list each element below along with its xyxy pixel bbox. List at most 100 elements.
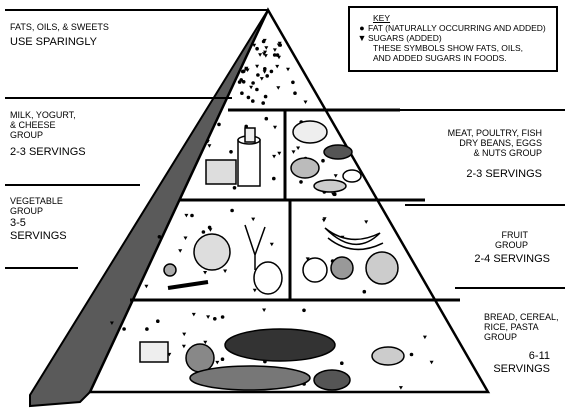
vegetable-group-servings-1: 3-5 [10, 217, 26, 229]
fat-symbol [299, 180, 303, 184]
fat-symbol [241, 80, 246, 84]
sugar-symbol [183, 236, 188, 240]
vegetable-group-label: VEGETABLE GROUP 3-5 SERVINGS [10, 196, 67, 243]
sugar-symbol [181, 344, 186, 349]
milk-illustration [205, 127, 261, 187]
sugar-symbol [291, 150, 296, 154]
fat-symbol [256, 73, 260, 77]
meat-group-label: MEAT, POULTRY, FISH DRY BEANS, EGGS & NU… [400, 128, 542, 181]
vegetable-illustration [163, 224, 283, 295]
fat-symbol [240, 91, 244, 95]
sugar-symbol [398, 386, 403, 390]
sugar-symbol [296, 146, 301, 150]
fat-symbol [321, 158, 325, 163]
fat-symbol [251, 81, 255, 85]
fruit-illustration [302, 227, 399, 285]
bread-group-name-1: BREAD, CEREAL, [484, 312, 559, 322]
fat-symbol [207, 225, 212, 230]
fat-symbol [213, 317, 217, 321]
fruit-group-label: FRUIT GROUP 2-4 SERVINGS [430, 230, 550, 266]
fat-symbol [263, 67, 267, 71]
sugar-symbol [251, 217, 256, 222]
sugar-symbol [184, 213, 189, 218]
sugar-symbol [286, 67, 290, 72]
fruit-group-name-2: GROUP [494, 240, 528, 250]
sugar-symbol [272, 154, 277, 159]
sugar-symbol [321, 218, 326, 223]
milk-group-name-3: GROUP [10, 130, 44, 140]
sugar-symbol [244, 66, 249, 71]
bread-group-name-3: GROUP [484, 332, 518, 342]
sugar-symbol [223, 269, 228, 273]
sugar-symbol [333, 174, 338, 178]
fat-symbol [201, 230, 206, 234]
meat-group-name-2: DRY BEANS, EGGS [459, 138, 542, 148]
sugar-symbol [275, 64, 280, 69]
sugar-symbol [276, 86, 281, 90]
meat-group-name-3: & NUTS GROUP [473, 148, 542, 158]
fat-symbol [246, 95, 251, 100]
fat-symbol [409, 352, 414, 357]
milk-group-name-1: MILK, YOGURT, [10, 110, 76, 120]
fat-symbol [293, 91, 297, 95]
fat-symbol [241, 69, 246, 74]
sugar-symbol [262, 52, 266, 56]
sugar-symbol [203, 271, 208, 275]
fat-symbol [217, 122, 221, 127]
sugar-symbol [252, 288, 257, 293]
bread-group-servings-1: 6-11 [528, 350, 550, 362]
fat-symbol [239, 78, 243, 82]
vegetable-group-name-1: VEGETABLE [10, 196, 63, 206]
fat-symbol [264, 116, 269, 121]
bread-group-servings-2: SERVINGS [493, 363, 550, 375]
milk-group-label: MILK, YOGURT, & CHEESE GROUP 2-3 SERVING… [10, 110, 86, 159]
fat-symbol [291, 80, 295, 85]
sugar-symbol [205, 139, 210, 144]
fat-symbol [269, 69, 274, 74]
fat-symbol [255, 87, 259, 92]
sugar-triangle-icon: ▼ [357, 33, 367, 43]
fruit-group-servings: 2-4 SERVINGS [474, 253, 550, 265]
sugar-symbol [303, 100, 308, 104]
fat-symbol [333, 192, 337, 197]
sugar-symbol [207, 144, 212, 148]
fats-group-label: FATS, OILS, & SWEETS USE SPARINGLY [10, 22, 109, 49]
sugar-symbol [109, 321, 114, 325]
fat-symbol [220, 357, 225, 362]
sugar-symbol [305, 257, 310, 261]
fat-symbol [255, 46, 259, 51]
key-sugar-label: SUGARS (ADDED) [368, 33, 442, 43]
sugar-symbol [269, 242, 274, 247]
fat-symbol [190, 213, 194, 218]
sugar-symbol [206, 315, 211, 319]
sugar-symbol [258, 53, 263, 57]
fat-symbol [220, 315, 225, 319]
key-note-line1: THESE SYMBOLS SHOW FATS, OILS, [373, 43, 524, 53]
fats-group-servings: USE SPARINGLY [10, 36, 98, 48]
bread-group-label: BREAD, CEREAL, RICE, PASTA GROUP 6-11 SE… [484, 312, 569, 376]
sugar-symbol [422, 335, 427, 340]
milk-group-name-2: & CHEESE [10, 120, 56, 130]
sugar-symbol [178, 249, 183, 253]
fats-group-name: FATS, OILS, & SWEETS [10, 22, 109, 32]
fat-symbol [230, 208, 234, 213]
sugar-symbol [429, 360, 434, 365]
sugar-symbol [262, 38, 267, 43]
fat-symbol [157, 235, 162, 239]
fat-symbol [122, 327, 126, 331]
vegetable-group-servings-2: SERVINGS [10, 230, 67, 242]
fat-symbol [251, 99, 255, 103]
sugar-symbol [272, 48, 277, 52]
meat-group-servings: 2-3 SERVINGS [466, 168, 542, 180]
sugar-symbol [262, 308, 267, 312]
fat-symbol [261, 101, 266, 105]
key-fat-label: FAT (NATURALLY OCCURRING AND ADDED) [368, 23, 546, 33]
vegetable-group-name-2: GROUP [10, 206, 44, 216]
fat-symbol [263, 94, 268, 99]
fat-symbol [156, 319, 160, 324]
sugar-symbol [262, 70, 267, 74]
key-note-line2: AND ADDED SUGARS IN FOODS. [373, 53, 507, 63]
sugar-symbol [203, 340, 208, 345]
sugar-symbol [259, 77, 264, 81]
